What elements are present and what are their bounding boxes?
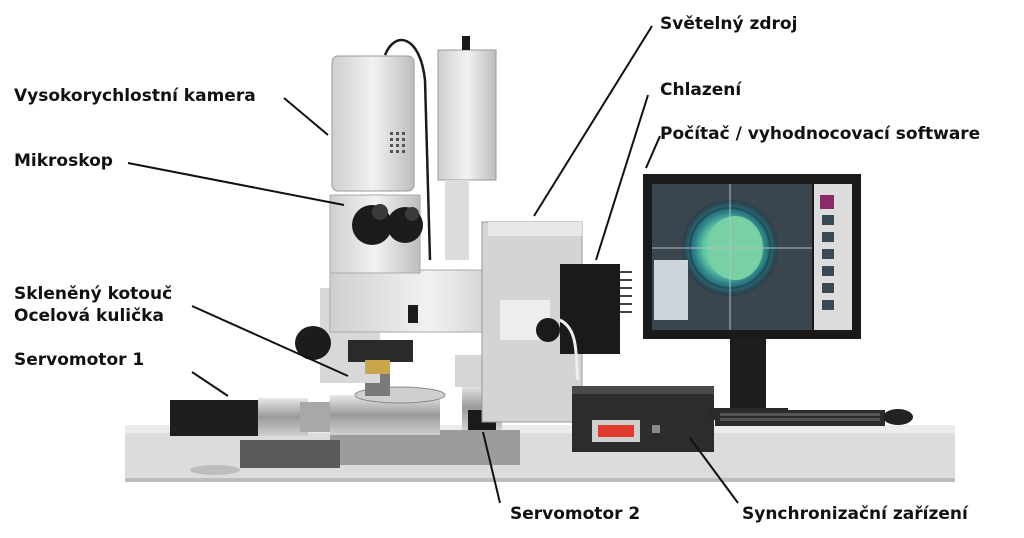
label-high-speed-camera: Vysokorychlostní kamera	[14, 86, 256, 106]
leader-lines	[127, 25, 739, 504]
high-speed-camera	[331, 38, 432, 261]
label-cooling: Chlazení	[660, 80, 742, 100]
mouse	[883, 409, 913, 425]
base-stage	[190, 430, 520, 475]
sync-device	[572, 386, 714, 452]
label-servomotor-1: Servomotor 1	[14, 350, 145, 370]
label-servomotor-2: Servomotor 2	[510, 504, 641, 524]
heat-sink-icon	[536, 264, 632, 381]
label-computer: Počítač / vyhodnocovací software	[660, 124, 981, 144]
keyboard	[715, 410, 885, 426]
servomotor-1	[170, 398, 335, 436]
monitor	[643, 174, 861, 420]
label-glass-disc: Skleněný kotouč	[14, 284, 173, 304]
disc-housing	[330, 372, 446, 435]
illumination-column	[437, 36, 497, 260]
label-light-source: Světelný zdroj	[660, 14, 798, 34]
label-steel-ball: Ocelová kulička	[14, 306, 164, 326]
label-microscope: Mikroskop	[14, 151, 113, 171]
label-sync-device: Synchronizační zařízení	[742, 504, 968, 524]
